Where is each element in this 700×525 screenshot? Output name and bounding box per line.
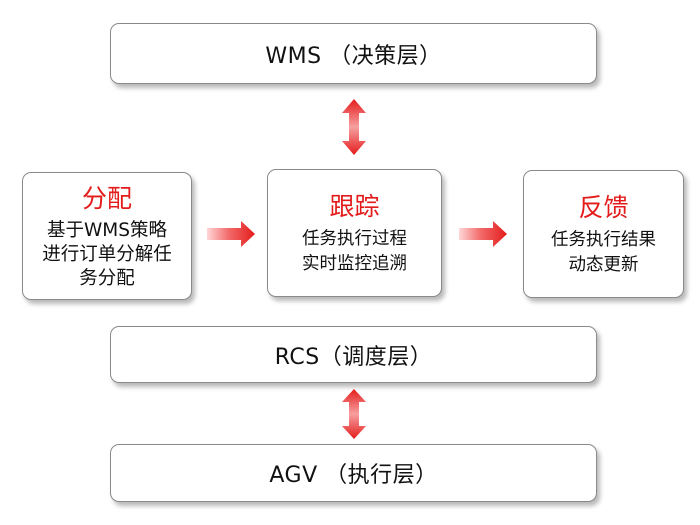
rcs-layer-label: RCS（调度层） [274,344,433,370]
agv-execution-layer-box: AGV （执行层） [110,444,597,502]
feedback-desc-line: 动态更新 [568,254,639,275]
rcs-agv-double-arrow-icon [342,389,366,439]
tracking-step-box: 跟踪 任务执行过程 实时监控追溯 [267,169,442,297]
allocation-description: 基于WMS策略 进行订单分解任 务分配 [42,219,172,291]
rcs-dispatch-layer-box: RCS（调度层） [110,326,597,383]
allocation-desc-line: 基于WMS策略 [46,219,167,241]
tracking-desc-line: 实时监控追溯 [302,253,407,274]
allocation-desc-line: 进行订单分解任 [42,243,172,265]
wms-decision-layer-box: WMS （决策层） [110,23,597,84]
allocation-step-box: 分配 基于WMS策略 进行订单分解任 务分配 [22,172,192,300]
allocation-title: 分配 [81,183,132,213]
tracking-description: 任务执行过程 实时监控追溯 [302,227,407,277]
feedback-desc-line: 任务执行结果 [551,229,656,250]
agv-layer-label: AGV （执行层） [269,463,438,488]
tracking-title: 跟踪 [329,191,380,221]
feedback-title: 反馈 [578,192,629,222]
track-to-feedback-arrow-icon [459,221,507,247]
allocation-desc-line: 务分配 [79,267,135,289]
wms-track-double-arrow-icon [342,99,366,155]
feedback-step-box: 反馈 任务执行结果 动态更新 [523,170,684,298]
feedback-description: 任务执行结果 动态更新 [551,228,656,278]
tracking-desc-line: 任务执行过程 [302,228,407,249]
wms-layer-label: WMS （决策层） [265,43,442,69]
allocation-to-track-arrow-icon [207,221,255,247]
